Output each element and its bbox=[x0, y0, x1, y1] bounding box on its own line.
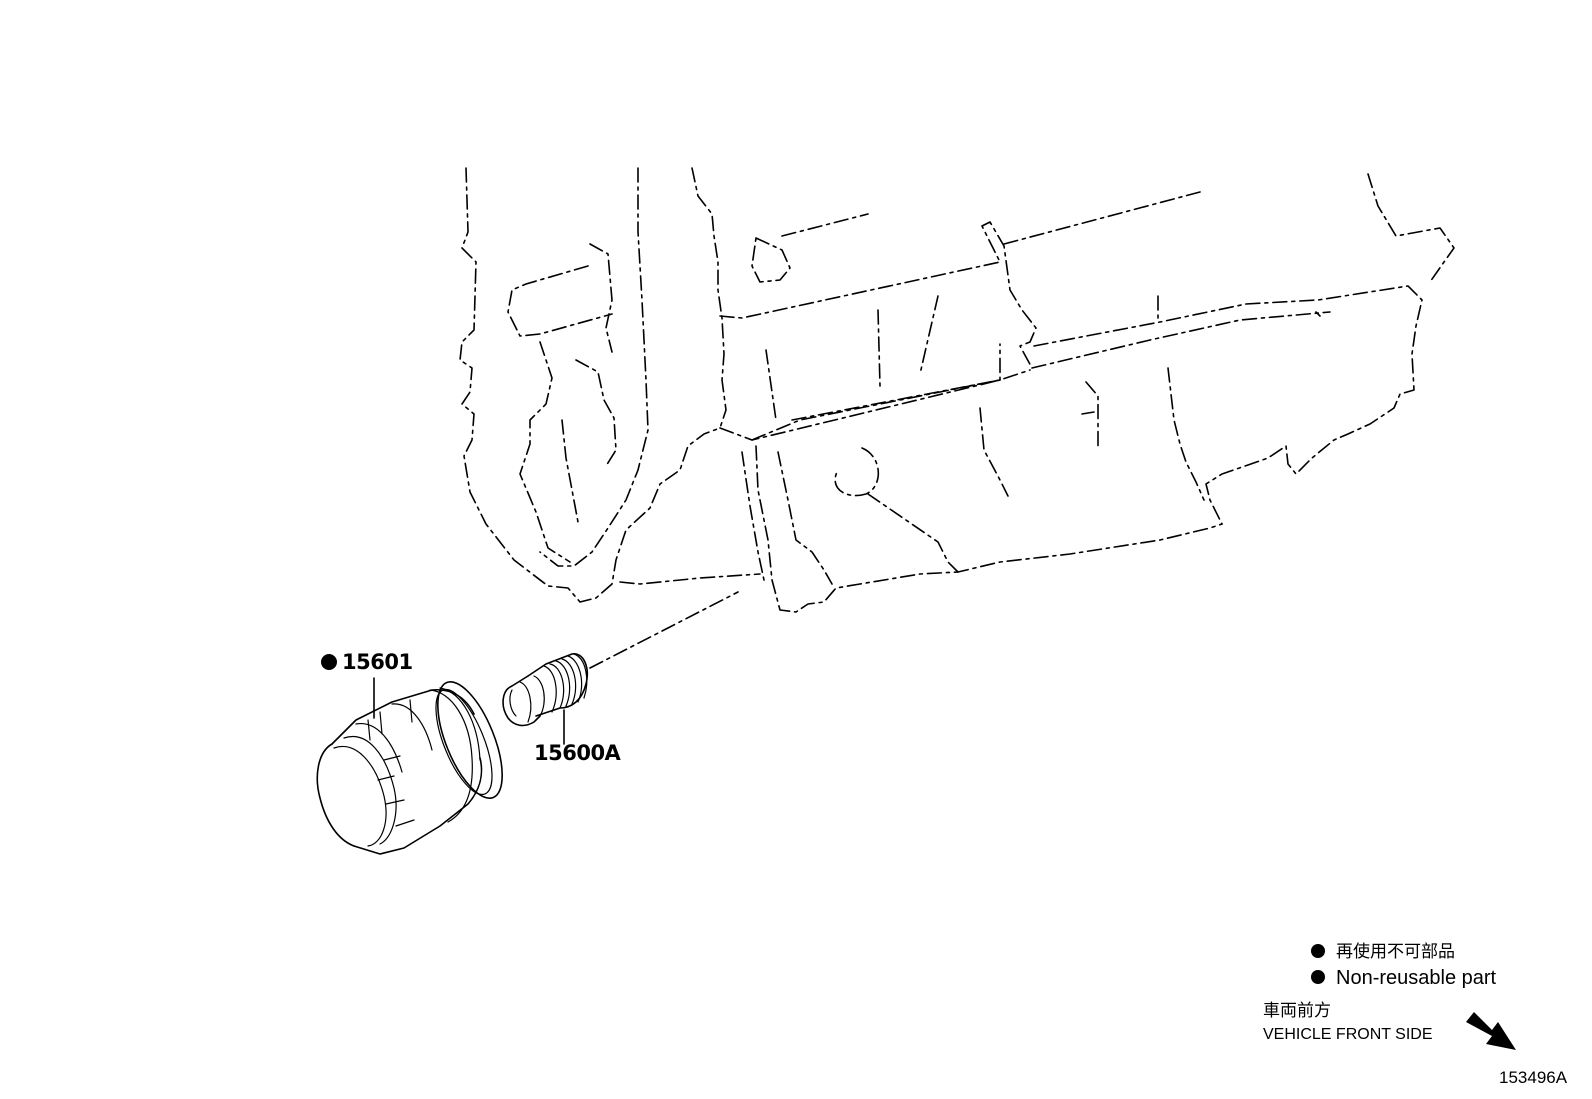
legend-bullet-icon bbox=[1311, 944, 1325, 958]
direction-arrow-icon bbox=[1466, 1012, 1516, 1050]
engine-block-outline bbox=[459, 167, 1455, 613]
direction-label-en: VEHICLE FRONT SIDE bbox=[1263, 1026, 1433, 1043]
oil-filter-drawing bbox=[316, 677, 503, 855]
oil-filter-union-drawing bbox=[502, 653, 588, 745]
part-number-oil-filter[interactable]: 15601 bbox=[342, 650, 413, 674]
legend: 再使用不可部品 Non-reusable part bbox=[1311, 941, 1497, 989]
legend-non-reusable-en: Non-reusable part bbox=[1336, 967, 1497, 989]
assembly-axis-line bbox=[589, 591, 739, 669]
figure-id: 153496A bbox=[1499, 1068, 1568, 1087]
legend-non-reusable-jp: 再使用不可部品 bbox=[1336, 941, 1455, 962]
part-number-union[interactable]: 15600A bbox=[534, 741, 622, 765]
non-reusable-mark-icon bbox=[321, 654, 337, 670]
legend-bullet-icon bbox=[1311, 970, 1325, 984]
vehicle-front-indicator: 車両前方 VEHICLE FRONT SIDE bbox=[1263, 1001, 1516, 1050]
direction-label-jp: 車両前方 bbox=[1263, 1001, 1331, 1021]
